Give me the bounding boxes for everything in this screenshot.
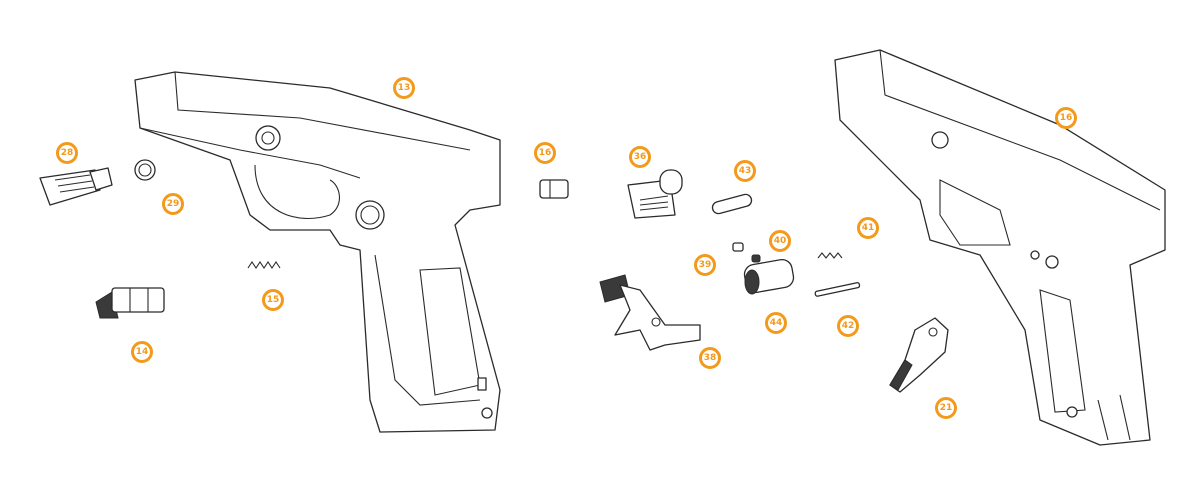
pin-42 [814,282,861,297]
callout-p36: 36 [629,146,651,168]
washer-29 [134,159,156,181]
callout-p29: 29 [162,193,184,215]
callout-p44: 44 [765,312,787,334]
callout-p42: 42 [837,315,859,337]
receiver-frame-16b [834,49,1166,446]
callout-p13: 13 [393,77,415,99]
grip-frame-13 [134,71,501,433]
callout-p41: 41 [857,217,879,239]
pin-block-16a [539,179,569,199]
callout-p16b: 16 [1055,107,1077,129]
callout-p15: 15 [262,289,284,311]
cylinder-44 [743,258,795,295]
spring-41 [817,252,843,259]
callout-p14: 14 [131,341,153,363]
callout-p43: 43 [734,160,756,182]
trigger-21 [889,317,949,393]
lever-28 [39,167,113,206]
plunger-14 [95,287,165,319]
callout-p40: 40 [769,230,791,252]
spring-15 [247,261,281,269]
callout-p39: 39 [694,254,716,276]
callout-p21: 21 [935,397,957,419]
callout-p38: 38 [699,347,721,369]
callout-p28: 28 [56,142,78,164]
lever-38 [599,274,701,351]
roll-pin-43 [711,193,753,215]
callout-p16a: 16 [534,142,556,164]
pin-39 [732,242,744,252]
lever-36 [627,169,683,219]
